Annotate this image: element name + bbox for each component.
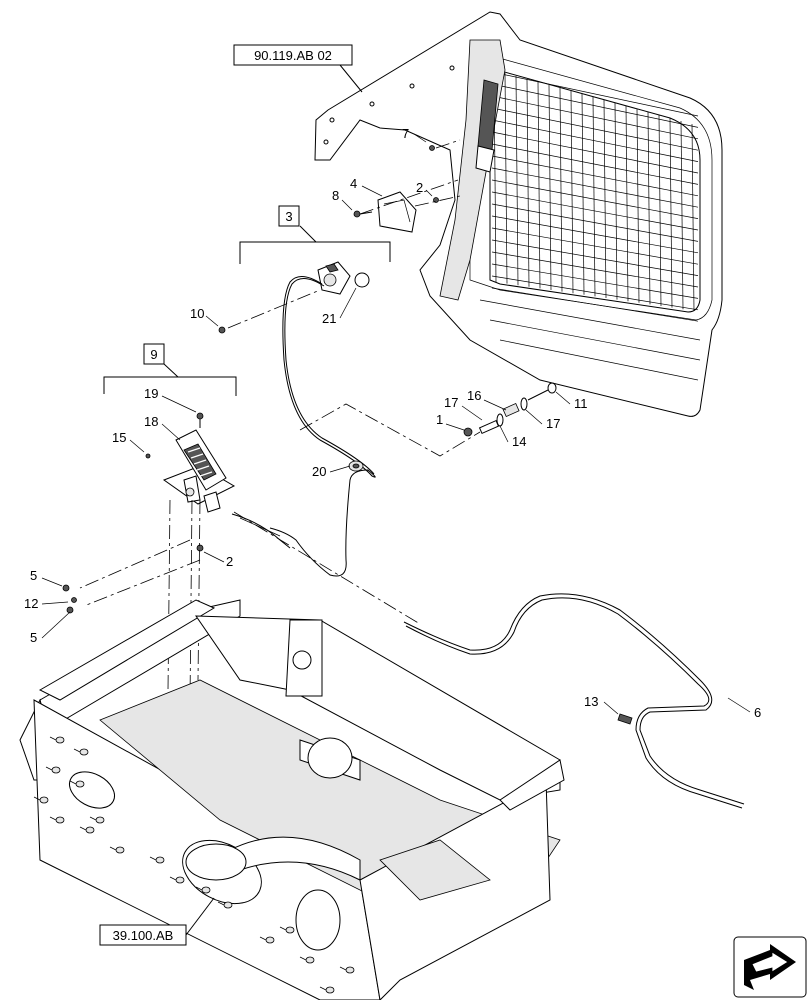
callout-14[interactable]: 14 bbox=[499, 425, 526, 449]
callout-21-label: 21 bbox=[322, 311, 336, 326]
group-3-label: 3 bbox=[285, 209, 292, 224]
foot-throttle-cable bbox=[231, 513, 291, 549]
callout-18[interactable]: 18 bbox=[144, 414, 181, 441]
cab-reference-label: 90.119.AB 02 bbox=[254, 48, 332, 63]
callout-15[interactable]: 15 bbox=[112, 430, 145, 453]
callout-19[interactable]: 19 bbox=[144, 386, 197, 413]
callout-20-label: 20 bbox=[312, 464, 326, 479]
callout-2-upper-label: 2 bbox=[416, 180, 423, 195]
hardware-5-12 bbox=[62, 584, 77, 614]
callout-2-lower-label: 2 bbox=[226, 554, 233, 569]
callout-19-label: 19 bbox=[144, 386, 158, 401]
bolt-8 bbox=[353, 210, 373, 218]
frame-reference-label: 39.100.AB bbox=[113, 928, 174, 943]
screw-10 bbox=[218, 326, 226, 334]
callout-13-label: 13 bbox=[584, 694, 598, 709]
window-mesh bbox=[489, 67, 701, 322]
cab-side-panel bbox=[314, 11, 723, 417]
callout-5-upper[interactable]: 5 bbox=[30, 568, 63, 587]
callout-8-label: 8 bbox=[332, 188, 339, 203]
callout-4[interactable]: 4 bbox=[350, 176, 383, 197]
bracket-4 bbox=[377, 191, 417, 233]
callout-14-label: 14 bbox=[512, 434, 526, 449]
callout-11-label: 11 bbox=[574, 396, 588, 411]
callout-7[interactable]: 7 bbox=[402, 126, 427, 143]
screw-19 bbox=[196, 412, 204, 428]
foot-pedal-assembly bbox=[162, 429, 236, 513]
screw-7 bbox=[429, 145, 435, 151]
callout-17-right-label: 17 bbox=[546, 416, 560, 431]
hand-throttle-assembly bbox=[317, 261, 370, 295]
callout-5-upper-label: 5 bbox=[30, 568, 37, 583]
pin-hardware bbox=[463, 382, 557, 437]
group-3-reference[interactable]: 3 bbox=[239, 205, 391, 264]
chassis-frame bbox=[19, 599, 565, 1000]
callout-12[interactable]: 12 bbox=[24, 596, 69, 611]
callout-6-label: 6 bbox=[754, 705, 761, 720]
callout-8[interactable]: 8 bbox=[332, 188, 353, 211]
callout-5-lower[interactable]: 5 bbox=[30, 611, 71, 645]
callout-17-left[interactable]: 17 bbox=[444, 395, 483, 421]
callout-18-label: 18 bbox=[144, 414, 158, 429]
hand-throttle-cable bbox=[269, 276, 376, 577]
callout-2-upper[interactable]: 2 bbox=[416, 180, 433, 197]
frame-reference[interactable]: 39.100.AB bbox=[99, 897, 215, 946]
callout-13[interactable]: 13 bbox=[584, 694, 619, 715]
callout-2-lower[interactable]: 2 bbox=[203, 551, 233, 569]
nut-2-lower bbox=[196, 544, 204, 552]
callout-7-label: 7 bbox=[402, 126, 409, 141]
orientation-arrow-icon bbox=[733, 936, 807, 998]
cab-reference[interactable]: 90.119.AB 02 bbox=[233, 44, 363, 93]
callout-17-left-label: 17 bbox=[444, 395, 458, 410]
callout-10-label: 10 bbox=[190, 306, 204, 321]
callout-1[interactable]: 1 bbox=[436, 412, 465, 431]
callout-21[interactable]: 21 bbox=[322, 287, 357, 326]
callout-16[interactable]: 16 bbox=[467, 388, 507, 411]
callout-12-label: 12 bbox=[24, 596, 38, 611]
callout-1-label: 1 bbox=[436, 412, 443, 427]
callout-15-label: 15 bbox=[112, 430, 126, 445]
callout-17-right[interactable]: 17 bbox=[525, 409, 560, 431]
group-9-label: 9 bbox=[150, 347, 157, 362]
main-throttle-cable bbox=[403, 593, 745, 805]
callout-16-label: 16 bbox=[467, 388, 481, 403]
callout-5-lower-label: 5 bbox=[30, 630, 37, 645]
callout-4-label: 4 bbox=[350, 176, 357, 191]
callout-6[interactable]: 6 bbox=[727, 697, 761, 720]
screw-13 bbox=[617, 713, 633, 725]
cable-nut-20 bbox=[348, 460, 364, 472]
callout-10[interactable]: 10 bbox=[190, 306, 219, 327]
callout-20[interactable]: 20 bbox=[312, 464, 351, 479]
screw-15 bbox=[145, 453, 151, 459]
group-9-reference[interactable]: 9 bbox=[103, 343, 237, 396]
callout-11[interactable]: 11 bbox=[555, 391, 588, 411]
